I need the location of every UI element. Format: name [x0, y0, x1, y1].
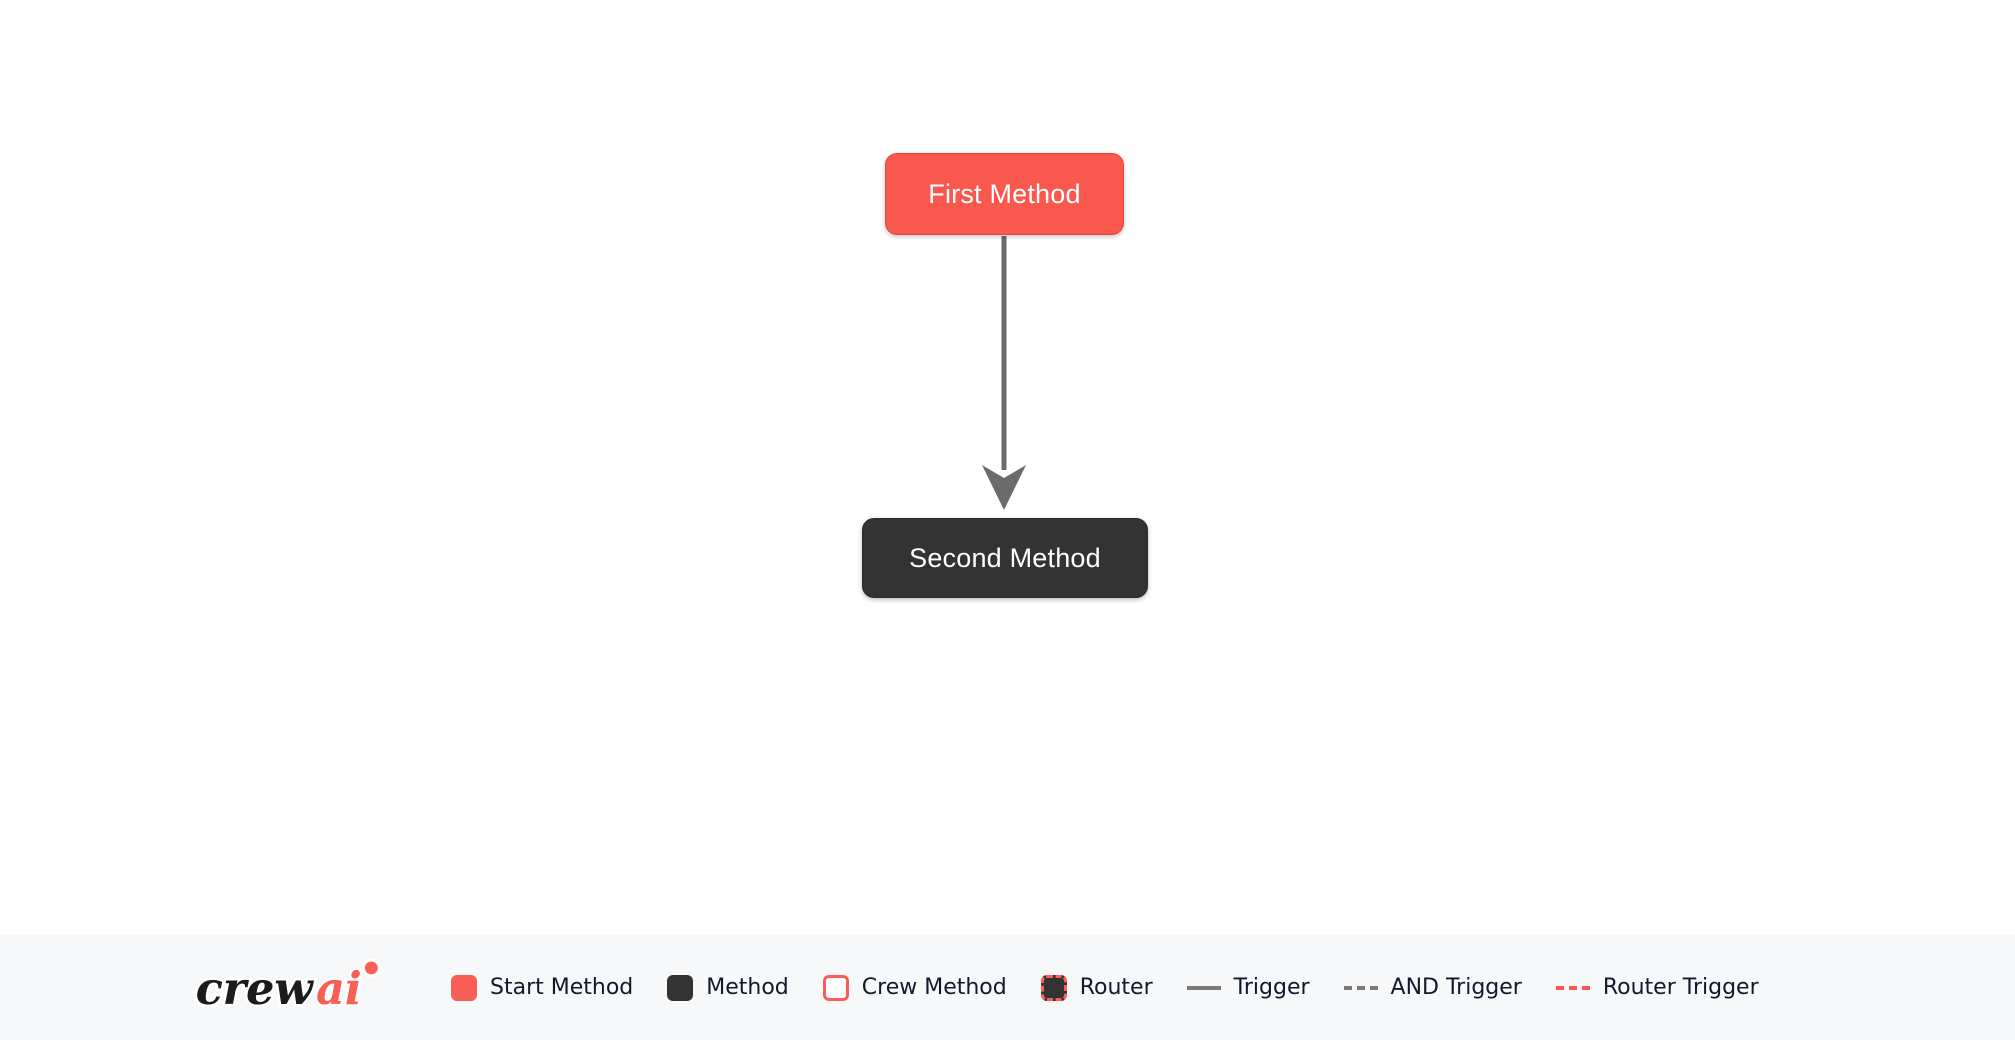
- logo-text-crew-fill: crew: [196, 962, 315, 1014]
- legend-items: Start Method Method Crew Method Router T…: [451, 974, 1793, 1001]
- legend-item-method: Method: [667, 974, 789, 1001]
- legend-label: Trigger: [1233, 975, 1310, 1000]
- legend-label: AND Trigger: [1390, 975, 1522, 1000]
- legend-item-trigger: Trigger: [1186, 975, 1310, 1000]
- legend-item-crew-method: Crew Method: [822, 974, 1007, 1001]
- flow-node-second-method[interactable]: Second Method: [862, 518, 1148, 598]
- start-method-swatch-icon: [451, 974, 477, 1001]
- legend-label: Method: [706, 975, 789, 1000]
- trigger-line-icon: [1186, 985, 1221, 990]
- legend-label: Router Trigger: [1602, 975, 1759, 1000]
- legend-label: Start Method: [490, 975, 634, 1000]
- flow-node-label: Second Method: [909, 542, 1101, 573]
- logo-text-crew: crew: [196, 962, 315, 1014]
- legend-bar: crew crew ai ai Start Method Method Crew…: [0, 935, 2015, 1040]
- method-swatch-icon: [667, 974, 694, 1001]
- and-trigger-line-icon: [1343, 985, 1378, 990]
- logo-text-ai-fill: ai: [316, 962, 362, 1014]
- edge-first-to-second: [982, 236, 1026, 510]
- flow-node-label: First Method: [928, 178, 1081, 209]
- legend-label: Crew Method: [861, 975, 1007, 1000]
- router-swatch-icon: [1040, 974, 1067, 1001]
- flow-node-first-method[interactable]: First Method: [885, 153, 1124, 235]
- crewai-logo: crew crew ai ai: [193, 958, 381, 1017]
- legend-item-router-trigger: Router Trigger: [1555, 975, 1759, 1000]
- edge-layer: [982, 236, 1026, 510]
- legend-item-and-trigger: AND Trigger: [1343, 975, 1522, 1000]
- router-trigger-line-icon: [1555, 985, 1590, 990]
- legend-item-router: Router: [1040, 974, 1153, 1001]
- logo-text-ai: ai: [316, 962, 362, 1014]
- flow-canvas[interactable]: First Method Second Method: [0, 0, 2015, 935]
- crew-method-swatch-icon: [822, 974, 849, 1001]
- legend-item-start-method: Start Method: [451, 974, 634, 1001]
- logo-dot-icon: [362, 958, 381, 977]
- legend-label: Router: [1079, 975, 1153, 1000]
- edge-arrowhead-icon: [982, 465, 1026, 510]
